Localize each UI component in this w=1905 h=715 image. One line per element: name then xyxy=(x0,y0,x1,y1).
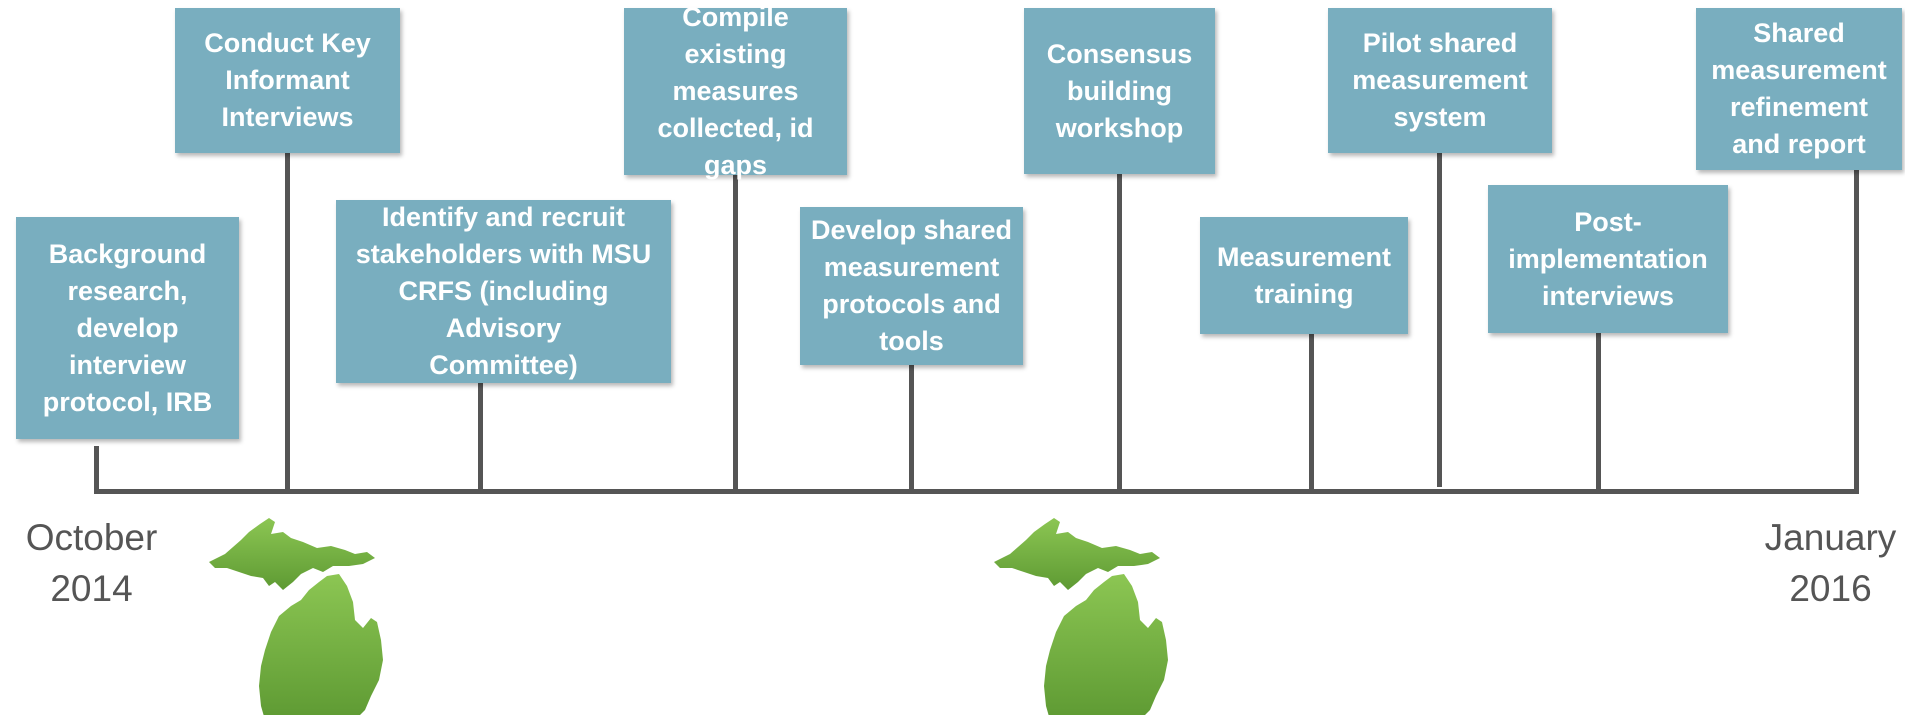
milestone-box: Measurement training xyxy=(1200,217,1408,334)
milestone-box: Compile existing measures collected, id … xyxy=(624,2,847,180)
milestone-box: Pilot shared measurement system xyxy=(1328,8,1552,153)
milestone-stem xyxy=(733,174,738,492)
milestone-stem xyxy=(1117,174,1122,492)
start-date-label: October 2014 xyxy=(25,517,158,609)
milestone-box: Post- implementation interviews xyxy=(1488,185,1728,333)
milestone-box: Background research, develop interview p… xyxy=(16,217,239,439)
end-date-label: January 2016 xyxy=(1764,517,1897,609)
milestone-stem xyxy=(94,446,99,492)
milestone-stem xyxy=(1437,152,1442,487)
milestone-box: Develop shared measurement protocols and… xyxy=(800,207,1023,365)
michigan-map-icon xyxy=(994,518,1168,715)
milestone-stem xyxy=(478,382,483,492)
milestone-stem xyxy=(1854,169,1859,492)
milestone-box: Consensus building workshop xyxy=(1024,8,1215,174)
milestone-box: Identify and recruit stakeholders with M… xyxy=(336,200,671,383)
milestone-stem xyxy=(909,365,914,492)
milestone-stem xyxy=(1596,333,1601,492)
timeline-axis xyxy=(94,489,1859,494)
milestone-box: Conduct Key Informant Interviews xyxy=(175,8,400,153)
milestone-stem xyxy=(285,152,290,492)
milestone-box: Shared measurement refinement and report xyxy=(1696,8,1902,170)
michigan-map-icon xyxy=(209,518,383,715)
milestone-stem xyxy=(1309,334,1314,492)
